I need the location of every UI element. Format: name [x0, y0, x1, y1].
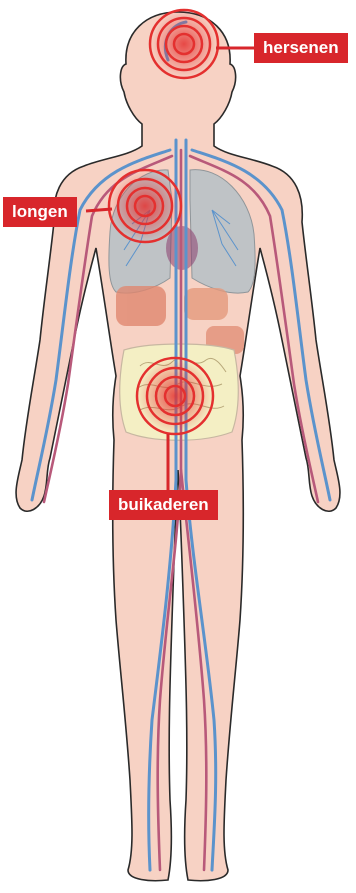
lung-target: [109, 170, 181, 242]
abdomen-target: [137, 358, 213, 434]
brain-label: hersenen: [254, 33, 348, 63]
brain-target: [150, 10, 218, 78]
abdominal-arteries-label: buikaderen: [109, 490, 218, 520]
body-silhouette: [16, 12, 340, 881]
body-outline: [16, 12, 340, 881]
lungs-label: longen: [3, 197, 77, 227]
lung-connector: [86, 209, 112, 211]
